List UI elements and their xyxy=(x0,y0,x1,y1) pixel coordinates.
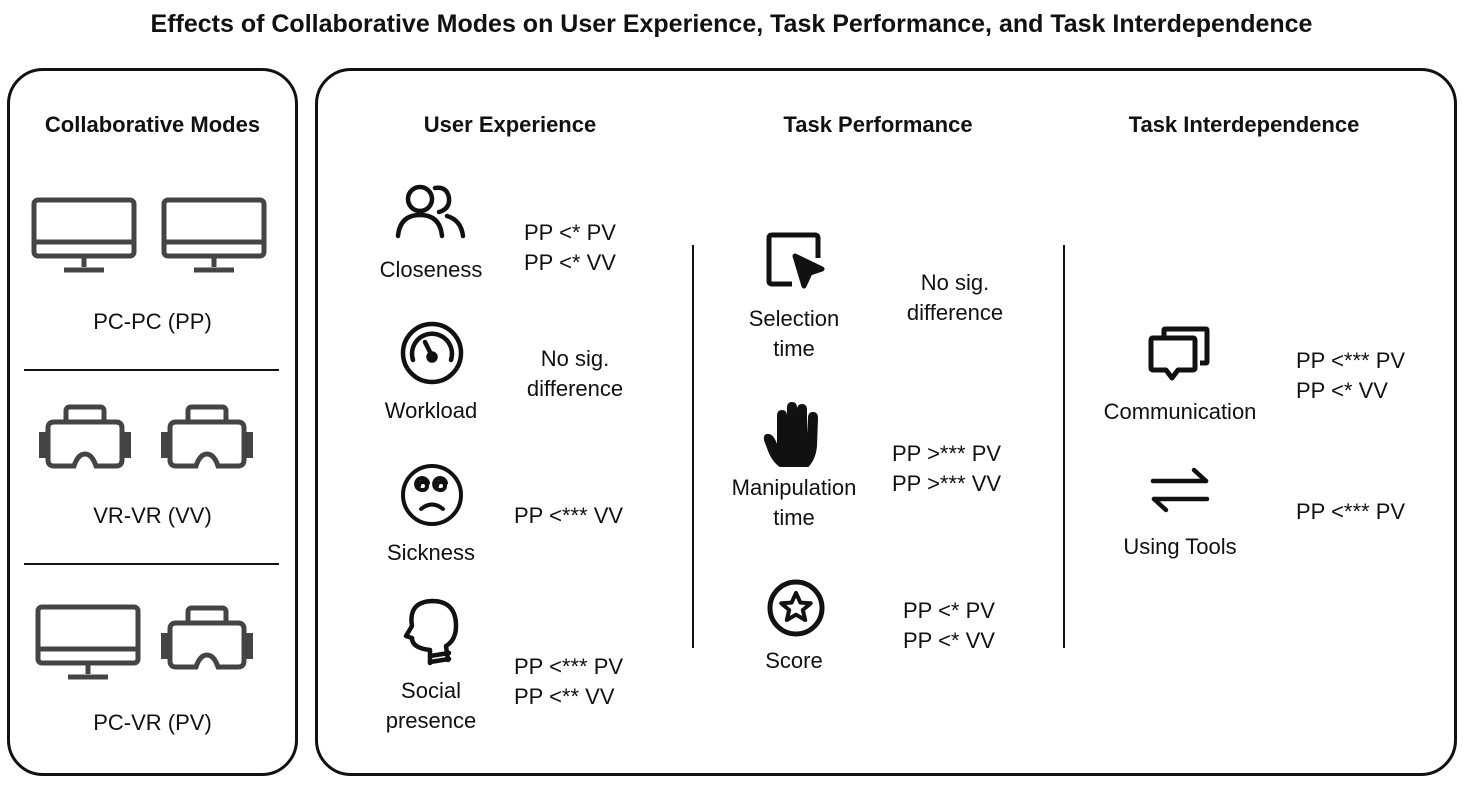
sickness-label: Sickness xyxy=(386,540,476,565)
effects-panel xyxy=(315,68,1457,776)
vr-headset-icon xyxy=(161,404,253,469)
hand-icon xyxy=(763,402,828,468)
selection-time-result: No sig. difference xyxy=(906,270,1004,325)
using-tools-label: Using Tools xyxy=(1123,534,1237,559)
head-profile-icon xyxy=(402,598,462,666)
mode-pc-vr-icons xyxy=(34,602,264,686)
using-tools-result: PP <*** PV xyxy=(1296,499,1406,524)
mode-vr-vr-icons xyxy=(38,404,268,474)
cursor-select-icon xyxy=(766,232,826,290)
sickness-result: PP <*** VV xyxy=(514,503,624,528)
vr-headset-icon xyxy=(39,404,131,469)
closeness-label: Closeness xyxy=(379,257,483,282)
closeness-result: PP <* PV PP <* VV xyxy=(524,220,616,275)
people-icon xyxy=(395,182,467,240)
column-divider xyxy=(1063,245,1065,648)
monitor-icon xyxy=(31,197,137,273)
monitor-icon xyxy=(161,197,267,273)
selection-time-label: Selection time xyxy=(748,306,840,361)
swap-arrows-icon xyxy=(1150,467,1210,513)
score-label: Score xyxy=(765,648,823,673)
manipulation-time-label: Manipulation time xyxy=(731,475,857,530)
figure-title: Effects of Collaborative Modes on User E… xyxy=(150,10,1313,38)
communication-label: Communication xyxy=(1103,399,1257,424)
mode-divider xyxy=(24,563,279,565)
mode-pc-vr-label: PC-VR (PV) xyxy=(93,710,212,735)
mode-pc-pc-icons xyxy=(30,195,270,275)
workload-result: No sig. difference xyxy=(526,346,624,401)
chat-bubbles-icon xyxy=(1148,326,1212,384)
column-divider xyxy=(692,245,694,648)
gauge-icon xyxy=(399,320,465,386)
task-performance-header: Task Performance xyxy=(783,112,973,137)
mode-pc-pc-label: PC-PC (PP) xyxy=(93,309,212,334)
collaborative-modes-header: Collaborative Modes xyxy=(44,112,261,137)
mode-divider xyxy=(24,369,279,371)
vr-headset-icon xyxy=(161,605,253,670)
manipulation-time-result: PP >*** PV PP >*** VV xyxy=(892,441,1002,496)
task-interdependence-header: Task Interdependence xyxy=(1128,112,1360,137)
star-badge-icon xyxy=(766,578,826,638)
mode-vr-vr-label: VR-VR (VV) xyxy=(93,503,212,528)
communication-result: PP <*** PV PP <* VV xyxy=(1296,348,1406,403)
user-experience-header: User Experience xyxy=(423,112,597,137)
monitor-icon xyxy=(35,604,141,680)
social-presence-label: Social presence xyxy=(385,678,477,733)
collaborative-modes-panel xyxy=(7,68,298,776)
workload-label: Workload xyxy=(384,398,478,423)
social-presence-result: PP <*** PV PP <** VV xyxy=(514,654,624,709)
dizzy-face-icon xyxy=(399,462,465,528)
score-result: PP <* PV PP <* VV xyxy=(903,598,995,653)
